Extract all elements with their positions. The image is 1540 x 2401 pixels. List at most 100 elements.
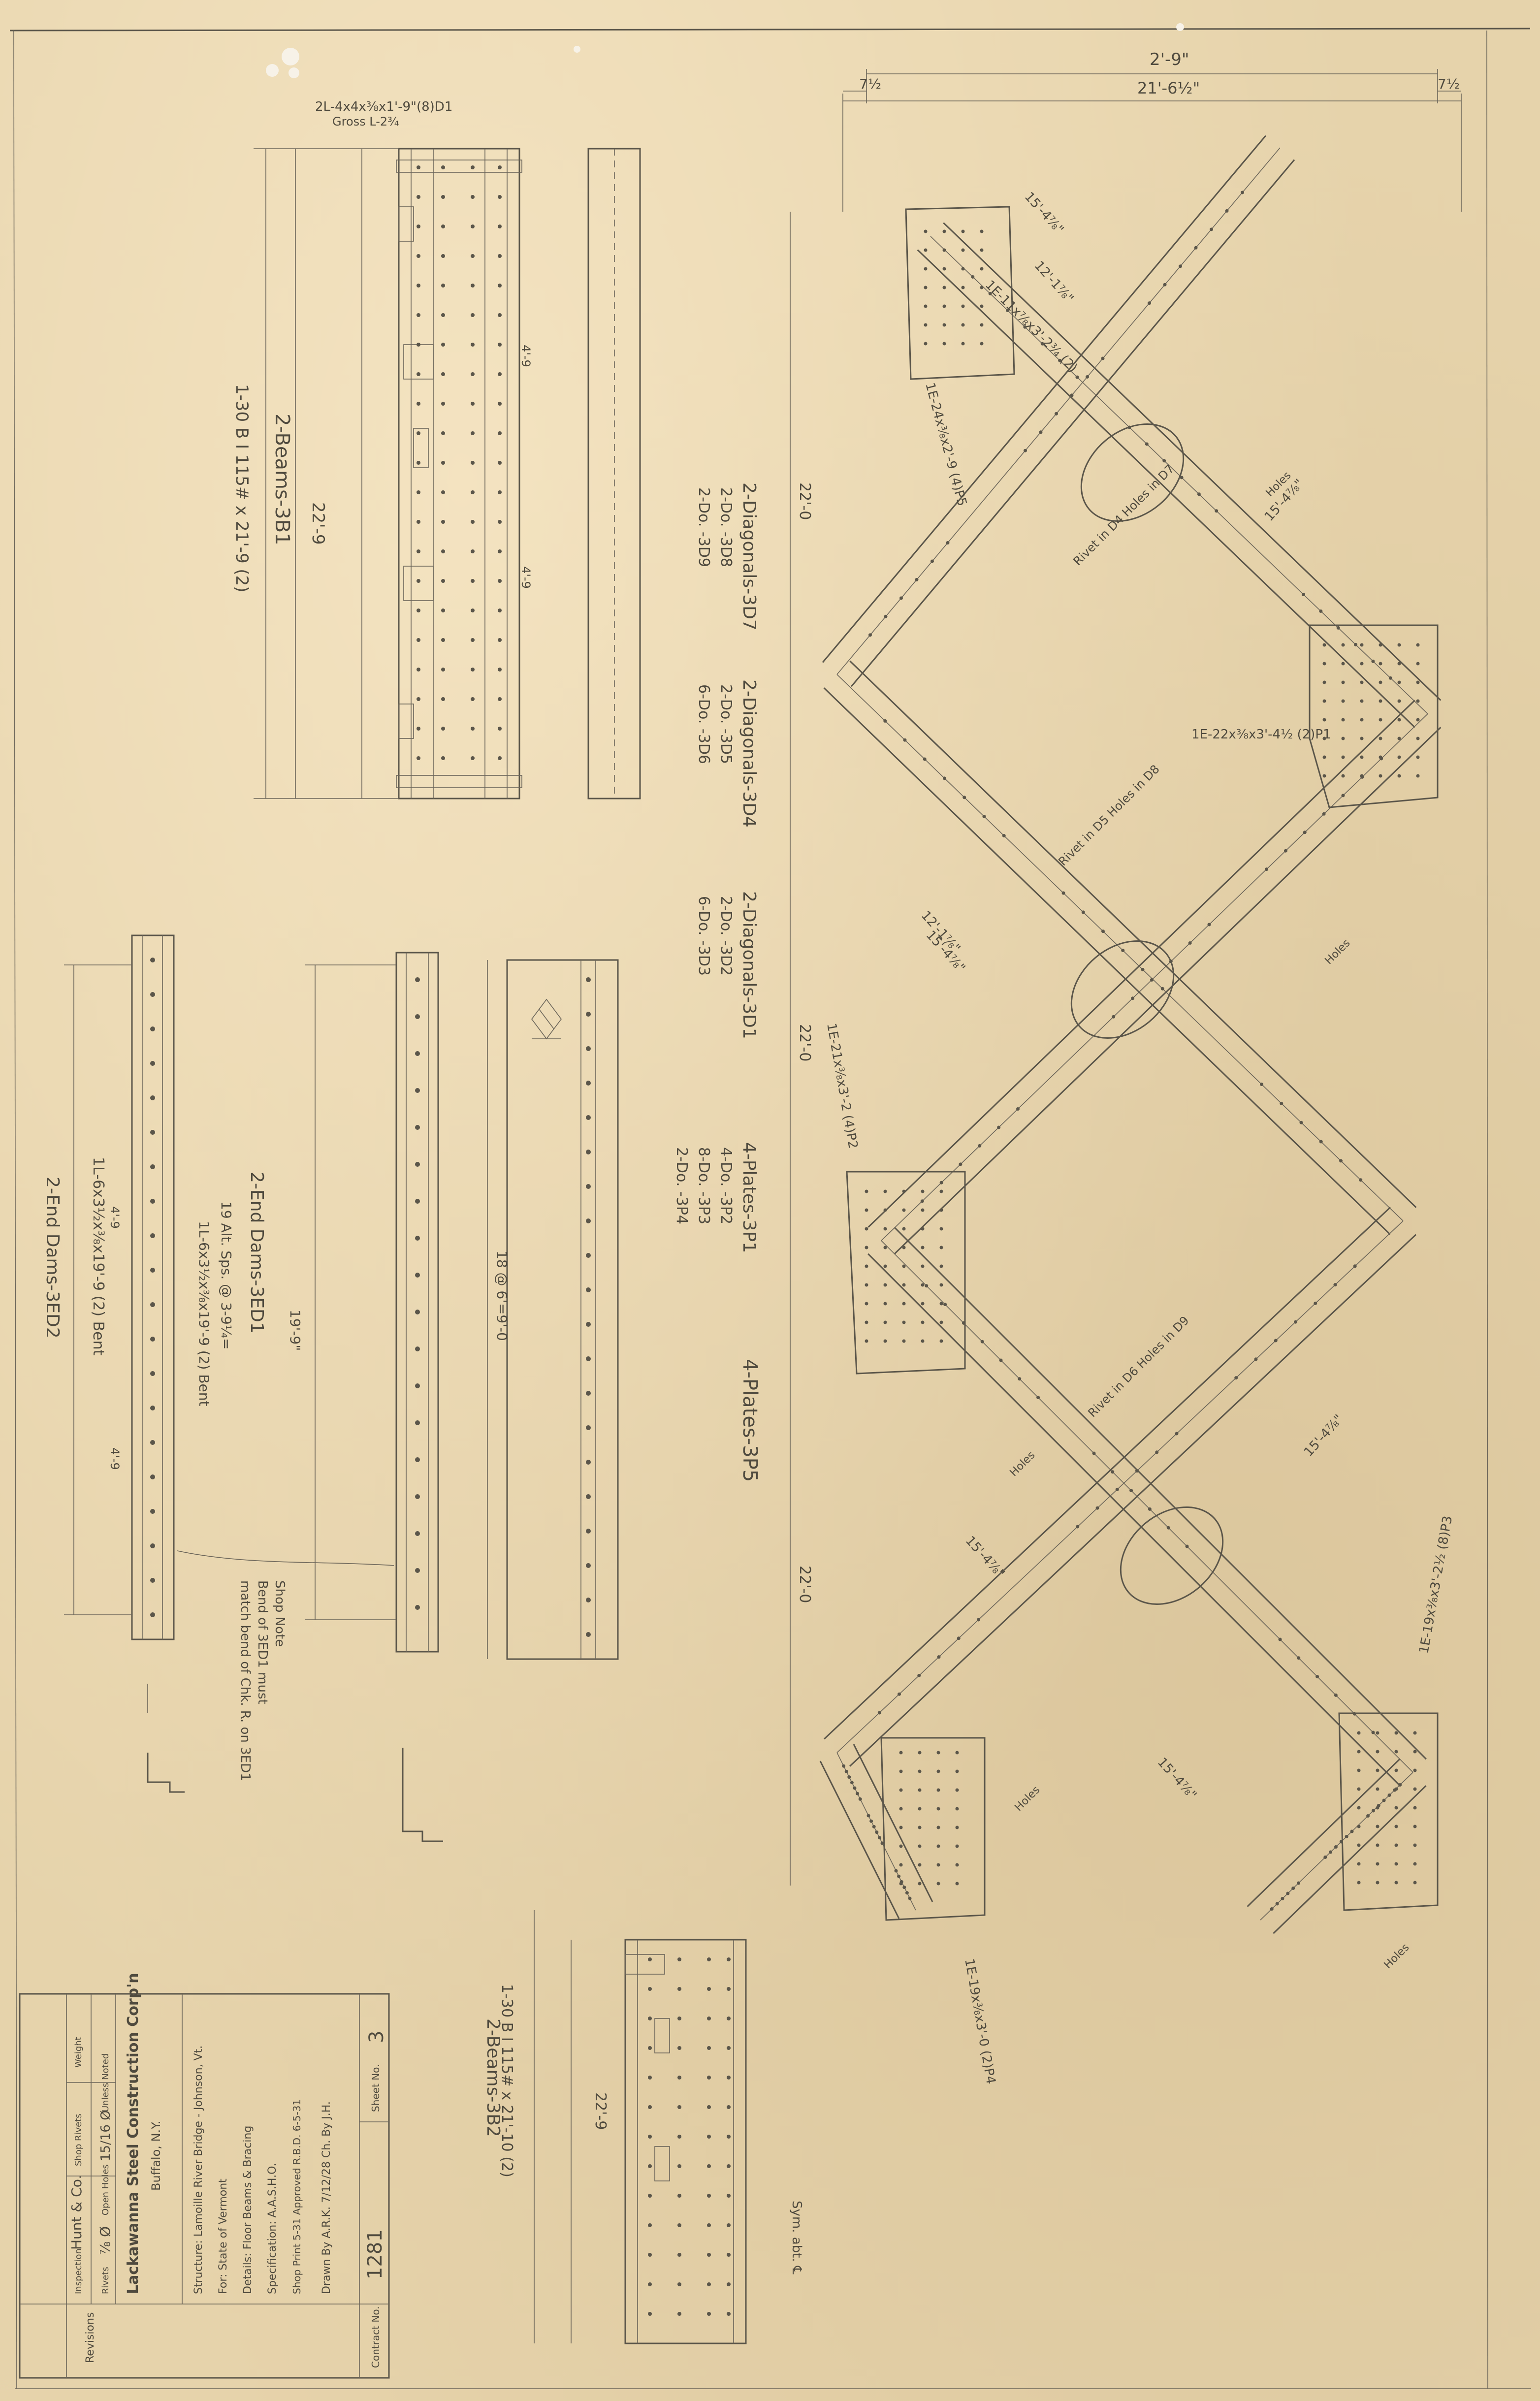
rivet-mark [471,461,475,465]
rivet-mark [441,549,445,553]
rivet-mark [441,372,445,376]
rivet-mark [939,1227,943,1231]
rivet-mark [1322,774,1326,778]
rivet-mark [1354,642,1358,646]
member-line [823,687,1391,1235]
rivet-mark [441,579,445,583]
rivet-mark [961,248,965,252]
rivet-mark [865,1189,868,1193]
rivet-mark [1341,774,1345,778]
diag-dim-top-2: 12'-1⅞" [1031,258,1076,306]
rivet-mark [498,224,502,228]
rivet-mark [957,1636,961,1640]
rivet-mark [1322,812,1326,816]
rivet-mark [417,697,420,701]
rivet-mark [1275,1902,1279,1906]
rivet-mark [1162,459,1166,463]
rivet-mark [856,1792,860,1795]
member-line [822,135,1267,663]
rivet-mark [982,815,986,819]
rivet-mark [936,1807,940,1811]
rivet-mark [471,343,475,347]
paper-stain [282,48,299,65]
rivet-mark [415,1088,420,1093]
rivet-mark [850,1781,854,1785]
rivet-mark [415,977,420,982]
rivet-mark [883,1208,887,1212]
rivet-mark [918,1788,922,1792]
rivet-mark [1394,1843,1398,1847]
rivet-mark [417,490,420,494]
rivet-mark [677,2194,681,2198]
rivet-mark [899,1825,903,1829]
rivet-mark [902,1302,906,1306]
rivet-mark [955,1769,959,1773]
rivet-mark [1416,718,1420,722]
beam-3b2-web [624,1939,747,2344]
rivet-mark [1055,412,1058,416]
rivet-mark [902,1246,906,1249]
rivet-mark [1360,699,1364,703]
beam-3b2-sub: 1-30 B I 115# x 21'-10 (2) [498,1984,515,2177]
plate-label-3p2: 4-Do. -3P2 [717,1147,735,1224]
member-line [819,1761,900,1919]
rivet-mark [980,342,984,346]
rivet-mark [955,1788,959,1792]
rivet-mark [1357,1787,1361,1791]
rivet-mark [677,2282,681,2286]
rivet-mark [918,1807,922,1811]
rivet-mark [899,1882,903,1886]
rivet-mark [586,1322,591,1327]
rivet-mark [498,608,502,612]
rivet-mark [1278,1637,1282,1641]
rivet-mark [417,520,420,524]
rivet-mark [868,633,872,637]
rivet-mark [1394,1806,1398,1810]
dim-top-overall: 2'-9" [1150,50,1189,69]
member-line [836,147,1281,675]
rivet-mark [707,2164,711,2168]
rivet-mark [417,431,420,435]
rivet-mark [441,727,445,731]
rivet-mark [1360,718,1364,722]
rivets-label: Rivets [100,2267,111,2294]
rivet-mark [921,1189,925,1193]
plate-note-p2: 1E-21x⅜x3'-2 (4)P2 [824,1022,860,1150]
paper-stain [1176,23,1184,31]
rivet-mark [942,248,946,252]
rivet-mark [1207,923,1211,927]
structure-line: Structure: Lamoille River Bridge - Johns… [192,2046,205,2294]
rivet-mark [586,1184,591,1189]
rivet-mark [648,2046,652,2050]
rivet-mark [1294,1320,1297,1324]
rivet-mark [727,2017,731,2020]
rivet-mark [942,286,946,289]
rivet-mark [1081,910,1085,914]
rivet-mark [1075,375,1079,379]
rivet-mark [942,323,946,327]
spec-line: Specification: A.A.S.H.O. [266,2163,279,2295]
rivet-mark [150,1199,155,1204]
end-dam-3ed1-body [395,952,439,1653]
diag-label-3d1: 2-Diagonals-3D1 [739,891,759,1039]
rivet-mark [872,1825,876,1828]
rivet-mark [707,2312,711,2316]
rivet-mark [1129,1489,1133,1493]
rivet-mark [980,304,984,308]
rivet-mark [858,1797,862,1801]
rivet-mark [498,549,502,553]
rivet-mark [961,286,965,289]
rivet-mark [1397,736,1401,740]
rivet-mark [1360,680,1364,684]
rivet-mark [498,343,502,347]
rivet-mark [1023,325,1027,329]
rivet-mark [417,727,420,731]
dim-top-left: 7½ [859,76,881,92]
rivet-mark [1413,1750,1417,1754]
member-line [917,249,1415,728]
rivet-mark [471,697,475,701]
rivet-mark [441,608,445,612]
beam-3b1-title: 2-Beams-3B1 [271,414,293,545]
rivet-mark [918,1825,922,1829]
